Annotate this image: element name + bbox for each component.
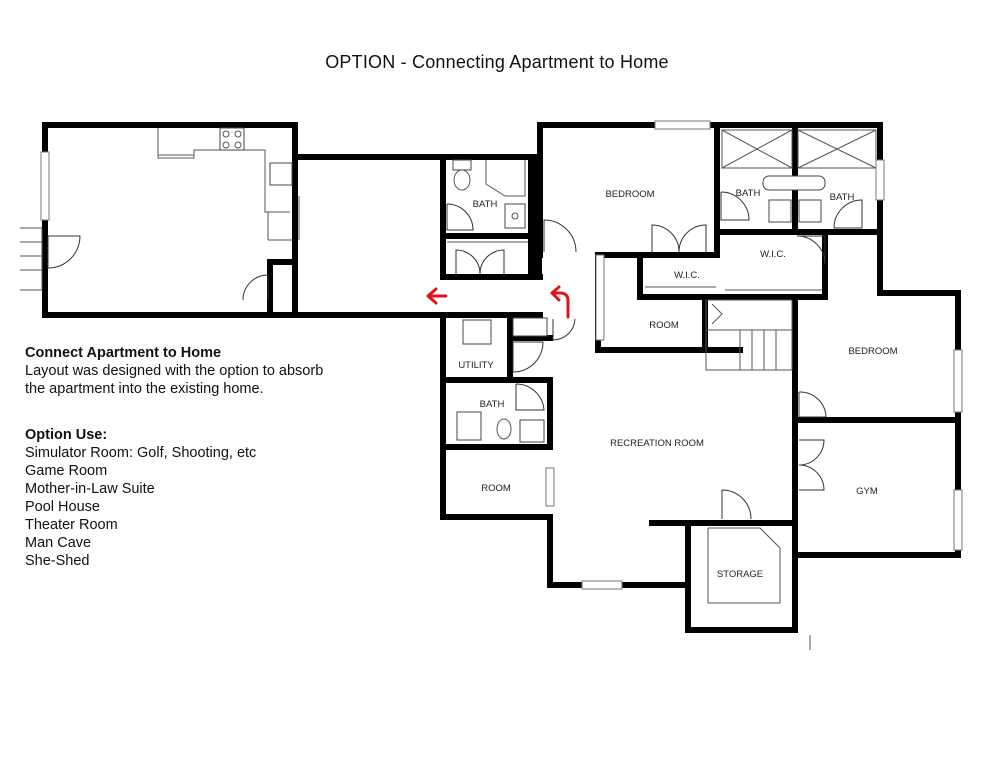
use-item: Man Cave (25, 535, 92, 551)
use-item: Game Room (25, 463, 108, 479)
page-title: OPTION - Connecting Apartment to Home (325, 52, 669, 72)
apartment-fixtures (20, 127, 300, 301)
connection-arrows (426, 285, 570, 319)
room-label-recreation: RECREATION ROOM (610, 438, 704, 449)
notes-heading-option-use: Option Use: (25, 427, 108, 443)
use-item: Theater Room (25, 517, 118, 533)
notes-line-2: the apartment into the existing home. (25, 381, 264, 397)
notes-line-1: Layout was designed with the option to a… (25, 363, 324, 379)
left-arrow-icon (426, 287, 448, 305)
notes-panel: Connect Apartment to Home Layout was des… (25, 344, 355, 570)
room-labels: BATH BEDROOM BATH BATH W.I.C. W.I.C. ROO… (458, 188, 897, 580)
room-label-wic2: W.I.C. (760, 249, 786, 260)
room-label-wic1: W.I.C. (674, 270, 700, 281)
room-label-room-lower: ROOM (481, 483, 511, 494)
turn-arrow-icon (550, 285, 570, 319)
room-label-bath-top: BATH (473, 199, 498, 210)
room-label-bath-right2: BATH (830, 192, 855, 203)
use-item: She-Shed (25, 553, 90, 569)
room-label-bedroom-top: BEDROOM (605, 189, 654, 200)
use-item: Mother-in-Law Suite (25, 481, 155, 497)
apartment-walls (42, 122, 443, 318)
room-label-room-mid: ROOM (649, 320, 679, 331)
home-walls (292, 122, 961, 633)
room-label-utility: UTILITY (458, 360, 494, 371)
notes-heading-connect: Connect Apartment to Home (25, 345, 222, 361)
room-label-bath-right1: BATH (736, 188, 761, 199)
home-fixtures (446, 120, 963, 650)
room-label-gym: GYM (856, 486, 878, 497)
room-label-bedroom-right: BEDROOM (848, 346, 897, 357)
room-label-bath-lower: BATH (480, 399, 505, 410)
room-label-storage: STORAGE (717, 569, 763, 580)
use-item: Simulator Room: Golf, Shooting, etc (25, 445, 257, 461)
use-item: Pool House (25, 499, 100, 515)
